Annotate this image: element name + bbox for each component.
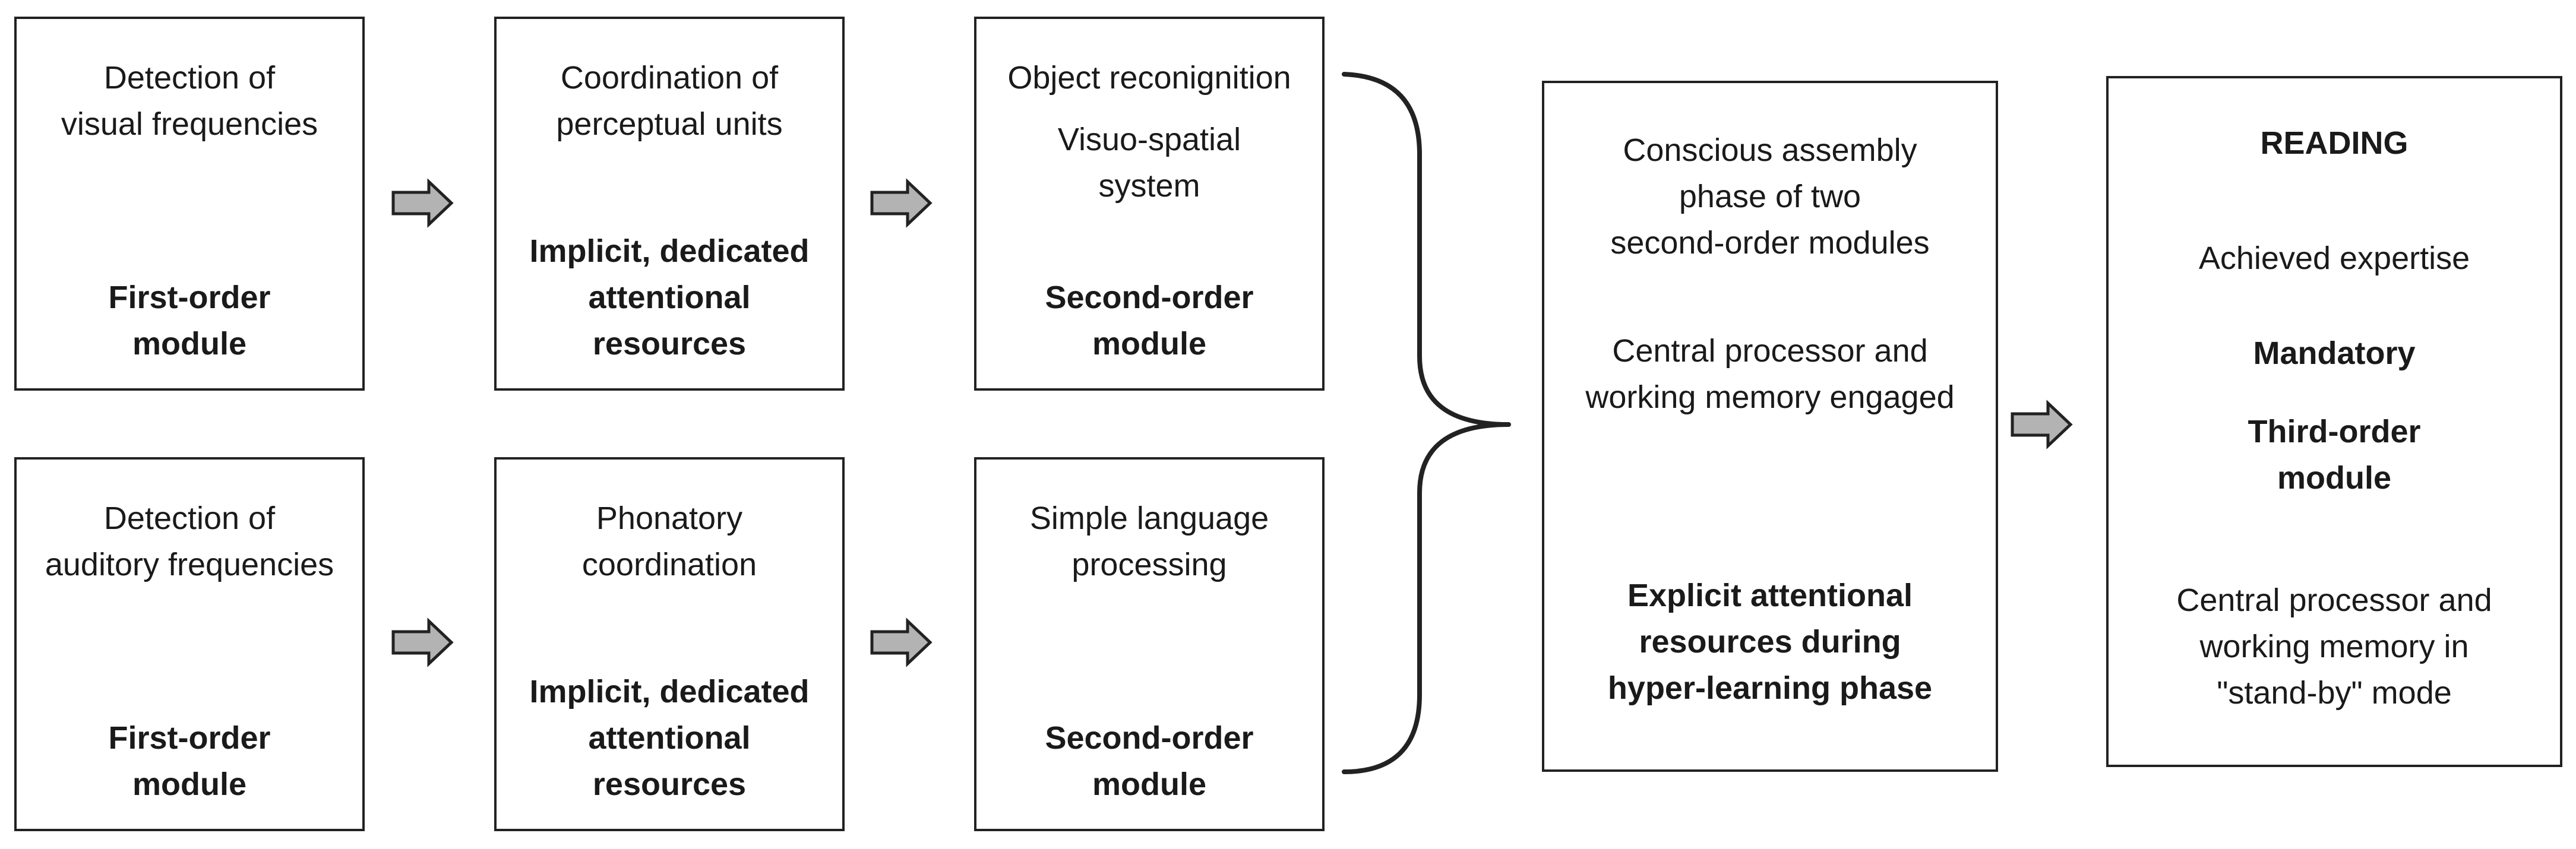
phonatory-coordination-line-1: Phonatory	[596, 500, 743, 536]
explicit-resources-line-2: resources during	[1639, 624, 1901, 660]
box-language-second-order: Simple language processing Second-order …	[974, 457, 1325, 831]
visual-detection-line-1: Detection of	[103, 60, 276, 96]
assembly-line-1: Conscious assembly	[1623, 132, 1917, 168]
box-conscious-assembly-phase: Conscious assembly phase of two second-o…	[1542, 81, 1998, 772]
curly-brace-merge	[1342, 72, 1511, 774]
explicit-resources-line-3: hyper-learning phase	[1607, 670, 1933, 706]
auditory-detection-line-1: Detection of	[103, 500, 276, 536]
arrow-coordination-to-second-order-auditory	[872, 621, 930, 664]
third-order-label-line-1: Third-order	[2248, 414, 2421, 449]
first-order-label-line-1: First-order	[108, 280, 271, 315]
implicit-resources-line-3: resources	[592, 326, 747, 362]
perceptual-coordination-line-1: Coordination of	[560, 60, 779, 96]
arrow-assembly-to-reading	[2012, 403, 2071, 446]
implicit-resources-line-1: Implicit, dedicated	[529, 674, 810, 709]
third-order-label-line-2: module	[2277, 460, 2391, 496]
implicit-resources-line-1: Implicit, dedicated	[529, 233, 810, 269]
arrow-first-to-coordination-auditory	[393, 621, 451, 664]
second-order-label-line-2: module	[1092, 766, 1206, 802]
phonatory-coordination-line-2: coordination	[581, 547, 757, 582]
implicit-resources-line-2: attentional	[588, 280, 751, 315]
standby-line-2: working memory in	[2199, 629, 2469, 664]
first-order-label-line-1: First-order	[108, 720, 271, 756]
box-perceptual-coordination: Coordination of perceptual units Implici…	[494, 17, 845, 391]
second-order-label-line-2: module	[1092, 326, 1206, 362]
standby-line-3: "stand-by" mode	[2217, 675, 2452, 711]
implicit-resources-line-2: attentional	[588, 720, 751, 756]
visuo-spatial-line-2: system	[1098, 168, 1200, 204]
reading-title: READING	[2260, 125, 2409, 161]
box-reading-third-order: READING Achieved expertise Mandatory Thi…	[2106, 76, 2562, 767]
perceptual-coordination-line-2: perceptual units	[556, 106, 783, 142]
box-visual-frequency-detection: Detection of visual frequencies First-or…	[14, 17, 365, 391]
language-processing-line-1: Simple language	[1029, 500, 1269, 536]
first-order-label-line-2: module	[132, 326, 246, 362]
explicit-resources-line-1: Explicit attentional	[1627, 578, 1913, 613]
first-order-label-line-2: module	[132, 766, 246, 802]
object-recognition-text: Object reconignition	[1007, 60, 1291, 96]
visuo-spatial-line-1: Visuo-spatial	[1057, 122, 1241, 157]
central-processor-engaged-line-1: Central processor and	[1612, 333, 1928, 369]
second-order-label-line-1: Second-order	[1045, 720, 1254, 756]
box-phonatory-coordination: Phonatory coordination Implicit, dedicat…	[494, 457, 845, 831]
arrow-first-to-coordination-visual	[393, 182, 451, 224]
assembly-line-3: second-order modules	[1610, 225, 1930, 261]
language-processing-line-2: processing	[1072, 547, 1227, 582]
box-auditory-frequency-detection: Detection of auditory frequencies First-…	[14, 457, 365, 831]
box-visuo-spatial-second-order: Object reconignition Visuo-spatial syste…	[974, 17, 1325, 391]
central-processor-engaged-line-2: working memory engaged	[1585, 379, 1955, 415]
achieved-expertise-text: Achieved expertise	[2198, 240, 2470, 276]
second-order-label-line-1: Second-order	[1045, 280, 1254, 315]
assembly-line-2: phase of two	[1679, 179, 1861, 214]
visual-detection-line-2: visual frequencies	[61, 106, 318, 142]
auditory-detection-line-2: auditory frequencies	[45, 547, 334, 582]
standby-line-1: Central processor and	[2176, 582, 2492, 618]
implicit-resources-line-3: resources	[592, 766, 747, 802]
mandatory-label: Mandatory	[2253, 335, 2416, 371]
arrow-coordination-to-second-order-visual	[872, 182, 930, 224]
